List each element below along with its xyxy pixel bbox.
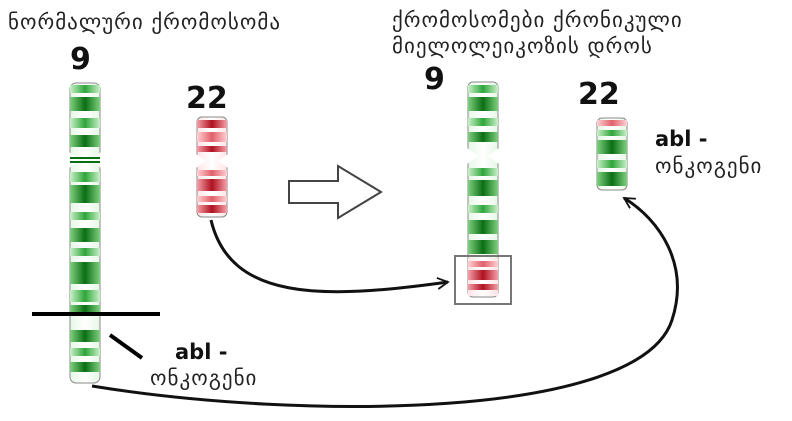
- cml-chromosome-title-line1: ქრომოსომები ქრონიკული: [392, 8, 683, 32]
- normal-chromosome-22: [196, 116, 228, 218]
- chr22-to-chr9-arrow: [209, 219, 450, 294]
- abl-right-label: abl -: [655, 127, 707, 151]
- cml-chromosome-title-line2: მიელოლეიკოზის დროს: [392, 34, 653, 58]
- translocation-highlight-box: [454, 255, 512, 305]
- cml-chromosome-9: [467, 81, 499, 298]
- abl-left-oncogene: ონკოგენი: [150, 366, 257, 390]
- chr9-cml-label: 9: [424, 62, 445, 97]
- chr22-normal-label: 22: [186, 81, 228, 116]
- chr22-cml-label: 22: [578, 77, 620, 112]
- chr9-normal-label: 9: [70, 42, 91, 77]
- abl-left-label: abl -: [175, 340, 227, 364]
- abl-to-chr22-arrow: [91, 196, 679, 408]
- abl-right-oncogene: ონკოგენი: [655, 154, 762, 178]
- normal-chromosome-9: [69, 82, 101, 384]
- hollow-right-arrow-icon: [288, 164, 383, 220]
- abl-pointer-line: [108, 333, 144, 360]
- normal-chromosome-title: ნორმალური ქრომოსომა: [8, 10, 281, 34]
- cml-chromosome-22: [596, 117, 628, 191]
